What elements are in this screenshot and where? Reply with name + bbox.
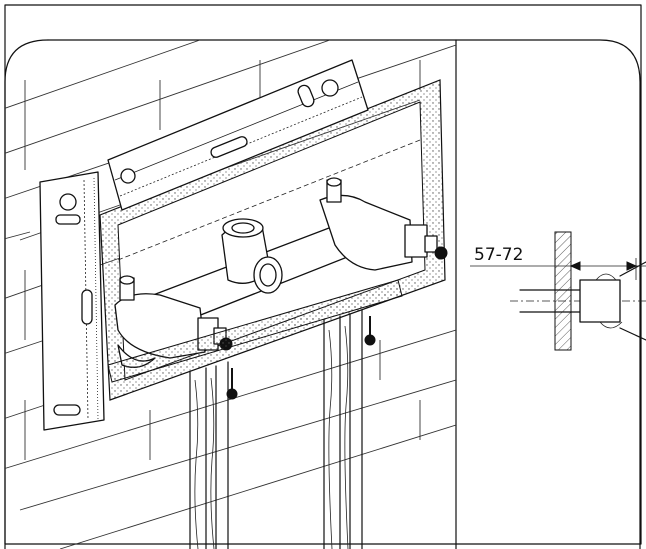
- left-panel: [5, 40, 456, 549]
- thermometer-icon: [364, 316, 376, 346]
- dimension-label: 57-72: [474, 245, 523, 265]
- top-mounting-bracket: [107, 59, 369, 211]
- dimension-line: [470, 258, 646, 280]
- supply-pipes: [189, 309, 363, 549]
- panel-border-right: [47, 39, 641, 549]
- panel-border-left: [4, 39, 49, 549]
- right-panel: [470, 231, 646, 351]
- wall-section: [554, 231, 572, 351]
- mixing-valve-body: [114, 177, 448, 368]
- wall-lines: [5, 40, 456, 549]
- pipe-detail: [510, 261, 646, 341]
- side-mounting-bracket: [39, 171, 105, 431]
- recess-ledge: [107, 279, 403, 383]
- thermometer-icon: [226, 368, 238, 400]
